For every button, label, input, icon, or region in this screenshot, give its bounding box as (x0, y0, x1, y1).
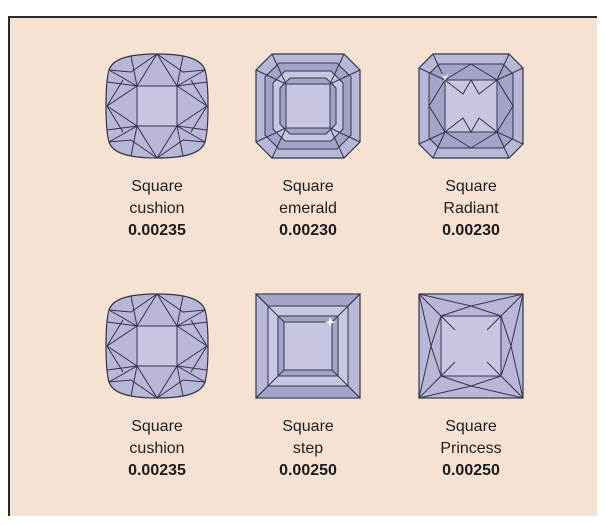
gem-shape-line2: cushion (82, 198, 232, 220)
gem-cell-square-step: Square step 0.00250 (233, 290, 383, 482)
gem-cell-square-emerald: Square emerald 0.00230 (233, 50, 383, 242)
square-radiant-gem-icon (415, 50, 527, 162)
gem-shape-line2: Princess (396, 438, 546, 460)
gem-cell-square-princess: Square Princess 0.00250 (396, 290, 546, 482)
gem-cell-square-cushion-2: Square cushion 0.00235 (82, 290, 232, 482)
square-cushion-gem-icon (101, 50, 213, 162)
gem-shape-line2: step (233, 438, 383, 460)
gem-shape-line2: Radiant (396, 198, 546, 220)
gem-value: 0.00250 (396, 460, 546, 482)
gem-shape-line1: Square (396, 416, 546, 438)
square-step-gem-icon (252, 290, 364, 402)
square-princess-gem-icon (415, 290, 527, 402)
gem-shape-line2: emerald (233, 198, 383, 220)
gem-shape-line1: Square (396, 176, 546, 198)
gem-shape-line1: Square (82, 176, 232, 198)
gem-value: 0.00230 (233, 220, 383, 242)
gem-value: 0.00235 (82, 220, 232, 242)
gem-shape-line1: Square (82, 416, 232, 438)
gem-value: 0.00230 (396, 220, 546, 242)
gem-chart-sheet: Square cushion 0.00235 Square emerald 0.… (8, 16, 597, 516)
gem-cell-square-cushion-1: Square cushion 0.00235 (82, 50, 232, 242)
square-emerald-gem-icon (252, 50, 364, 162)
gem-shape-line1: Square (233, 416, 383, 438)
gem-value: 0.00250 (233, 460, 383, 482)
gem-shape-line1: Square (233, 176, 383, 198)
gem-value: 0.00235 (82, 460, 232, 482)
gem-shape-line2: cushion (82, 438, 232, 460)
gem-cell-square-radiant: Square Radiant 0.00230 (396, 50, 546, 242)
square-cushion-gem-icon (101, 290, 213, 402)
